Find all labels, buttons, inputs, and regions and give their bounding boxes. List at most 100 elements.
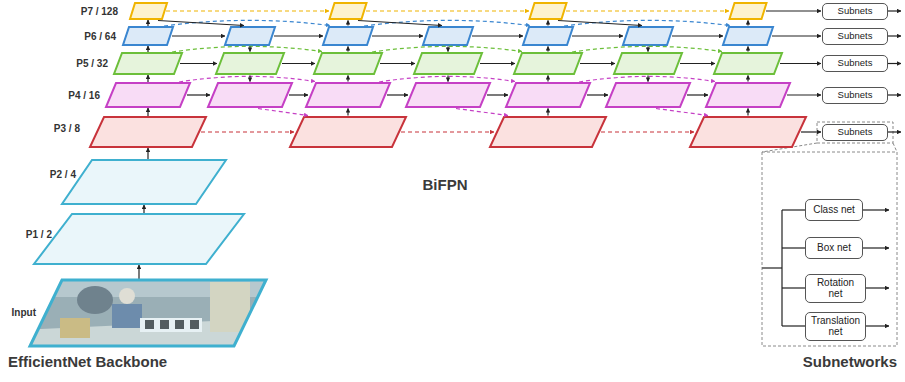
level-label: Input [12,307,36,318]
feature-map [290,117,406,147]
fusion-link [487,94,508,95]
output-wire [888,35,901,36]
branch-wire [781,210,782,326]
fusion-link [172,46,322,52]
subnets-box: Subnets [822,3,888,20]
flow-arrow [147,148,148,159]
fusion-link [456,109,508,116]
fusion-link [372,46,522,52]
subnet-label: Subnets [838,58,873,69]
output-wire [782,325,805,326]
fusion-link [274,35,323,36]
output-wire [888,94,901,95]
fusion-link [647,47,648,52]
subnets-box: Subnets [822,87,888,104]
fusion-link [447,76,448,82]
dashed-frame [817,122,893,143]
subnet-box: Box net [805,237,863,259]
shape-outline [113,52,183,75]
output-wire [782,247,805,248]
parallelogram [106,83,190,107]
output-wire [866,325,889,326]
subnet-label: Subnets [838,127,873,138]
subnet-label: Subnets [838,6,873,17]
flow-arrow [143,205,144,213]
shape-outline [29,279,267,347]
section-title: Subnetworks [803,353,897,370]
fusion-link [747,21,748,26]
parallelogram [114,53,182,74]
flow-arrow [138,265,139,279]
fusion-link [201,131,294,132]
feature-map [506,83,590,107]
fusion-link [179,76,315,82]
fusion-link [258,109,308,116]
fusion-link [564,20,730,26]
fusion-link [180,63,217,64]
fusion-link [187,94,210,95]
fusion-link [164,20,330,26]
output-wire [782,287,805,288]
feature-map [690,117,806,147]
feature-map: P1 / 2 [33,213,245,265]
subnet-box: Rotation net [805,274,866,303]
subnet-expansion [762,122,897,346]
feature-map [514,53,582,74]
feature-map [306,83,390,107]
parallelogram [90,117,206,147]
fusion-link [249,47,250,52]
flow-arrow [147,46,148,52]
subnet-label: Translation net [810,315,861,338]
fusion-link [480,63,515,64]
fusion-link [358,21,442,26]
feature-map: P5 / 32 [113,52,183,75]
parallelogram [30,280,266,346]
output-wire [780,63,821,64]
subnet-label: Rotation net [810,277,861,300]
subnet-box: Translation net [805,312,866,341]
flow-arrow [147,20,148,26]
feature-map [225,27,275,45]
output-wire [888,63,901,64]
fusion-link [547,76,548,82]
fusion-link [472,35,523,36]
output-wire [787,94,821,95]
feature-map [714,53,782,74]
feature-map [614,53,682,74]
feature-map [523,27,573,45]
feature-map [330,3,367,19]
fusion-link [249,76,250,82]
subnet-label: Subnets [838,31,873,42]
fusion-link [566,10,729,11]
feature-map [623,27,673,45]
fusion-link [747,109,748,116]
level-label: P5 / 32 [76,58,108,69]
output-wire [801,131,821,132]
fusion-link [347,76,348,82]
feature-map [490,117,606,147]
subnet-box: Class net [805,199,863,221]
level-label: P3 / 8 [54,123,80,134]
fusion-link [747,76,748,82]
dashed-frame [762,152,897,346]
parallelogram [123,27,173,45]
fusion-link [680,63,715,64]
section-title: EfficientNet Backbone [8,353,167,370]
output-wire [782,209,805,210]
bifpn-layers [158,3,806,147]
feature-map: P6 / 64 [122,26,174,46]
subnets-box: Subnets [822,55,888,72]
feature-map [216,53,284,74]
fusion-link [366,10,529,11]
shape-outline [89,116,207,148]
level-label: P7 / 128 [81,6,118,17]
input-photo [20,275,280,350]
fusion-link [372,35,423,36]
feature-map [406,83,490,107]
fusion-link [579,76,715,82]
fusion-link [580,63,615,64]
fusion-link [747,47,748,52]
fusion-link [347,47,348,52]
level-label: P2 / 4 [50,169,76,180]
fusion-link [547,21,548,26]
